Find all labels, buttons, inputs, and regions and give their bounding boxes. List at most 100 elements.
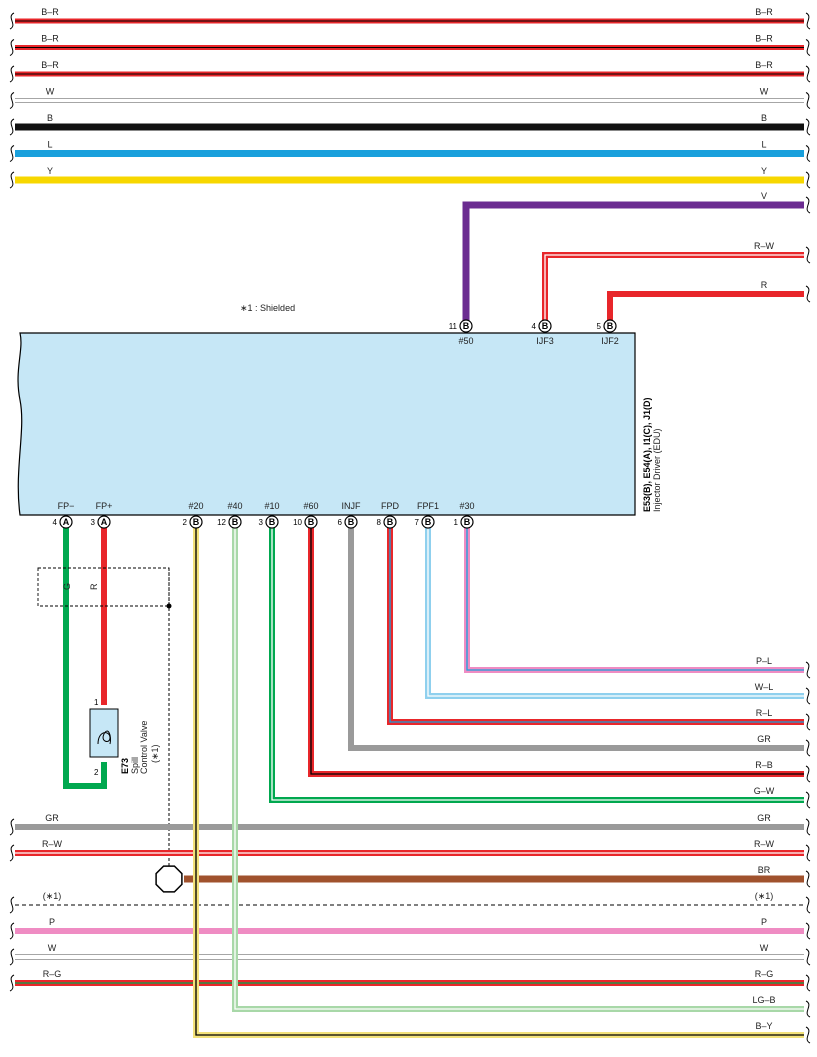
ecu-title: Injector Driver (EDU) [652, 428, 662, 512]
top-wire-1-label-right: B–R [755, 34, 773, 44]
upper-wire-0-brace [805, 196, 811, 214]
top-wire-0-label-left: B–R [41, 7, 59, 17]
top-wire-0-label-right: B–R [755, 7, 773, 17]
bottom-pin-4-circle [265, 515, 279, 529]
wire-label-r: R [89, 583, 99, 590]
bottom-wire-7-stripe [234, 528, 804, 1010]
bottom-pin-7-conn: B [387, 517, 394, 527]
bottom-wire-6-label-right: R–G [755, 969, 774, 979]
ecu-body [17, 332, 636, 516]
lower-wire-4-stripe [310, 528, 804, 775]
lower-wire-2-brace [805, 713, 811, 731]
top-pin-2-circle [603, 319, 617, 333]
lower-wire-0-label: P–L [756, 656, 772, 666]
top-pin-2-num: 5 [597, 322, 602, 331]
bottom-wire-7-label-right: LG–B [752, 995, 775, 1005]
wire-label-g: G [62, 583, 72, 590]
top-wire-6-brace-left [9, 171, 15, 189]
bottom-pin-6-num: 6 [338, 518, 343, 527]
bottom-wire-6-label-left: R–G [43, 969, 62, 979]
bottom-pin-9-num: 1 [454, 518, 459, 527]
bottom-pin-2-circle [189, 515, 203, 529]
bottom-wire-3-brace-right [805, 896, 811, 914]
top-wire-5-label-left: L [47, 140, 52, 150]
bottom-pin-0-circle [59, 515, 73, 529]
ecu-block: ∗1 : Shielded E53(B), E54(A), I1(C), J1(… [17, 303, 662, 516]
bottom-wire-0-brace-left [9, 818, 15, 836]
wire-layer [9, 12, 811, 1044]
top-wire-6-brace-right [805, 171, 811, 189]
bottom-wire-2-brace-right [805, 870, 811, 888]
lower-wire-3 [348, 528, 804, 751]
bottom-pin-3-name: #40 [227, 501, 242, 511]
valve-wire-g [63, 528, 107, 789]
bottom-pin-8-conn: B [425, 517, 432, 527]
top-wire-2-brace-left [9, 65, 15, 83]
bottom-wire-4-label-left: P [49, 917, 55, 927]
bottom-wire-0-label-left: GR [45, 813, 59, 823]
top-wire-6-label-left: Y [47, 166, 53, 176]
bottom-pin-6-name: INJF [342, 501, 362, 511]
top-pin-0-num: 11 [449, 322, 458, 331]
top-wire-5-label-right: L [761, 140, 766, 150]
spill-control-valve: G R 1 2 E73 Spill Control Valve (∗1) [37, 567, 170, 777]
bottom-pin-0-name: FP− [58, 501, 75, 511]
lower-wire-3-brace [805, 739, 811, 757]
upper-wire-1-label: R–W [754, 241, 775, 251]
bottom-pin-3-num: 12 [217, 518, 226, 527]
lower-wire-1-stripe [427, 528, 804, 697]
top-pin-0-conn: B [463, 321, 470, 331]
top-wire-1-brace-left [9, 39, 15, 56]
bottom-wire-4-brace-left [9, 922, 15, 940]
bottom-wire-6-brace-left [9, 974, 15, 992]
bottom-pin-2-name: #20 [188, 501, 203, 511]
bottom-pin-6-conn: B [348, 517, 355, 527]
upper-wire-2-label: R [761, 280, 768, 290]
bottom-pin-8-circle [421, 515, 435, 529]
top-pin-0-name: #50 [458, 336, 473, 346]
upper-wire-0 [462, 201, 804, 321]
bottom-wire-2-label-right: BR [758, 865, 771, 875]
bottom-pin-1-conn: A [101, 517, 108, 527]
bottom-wire-3-brace-left [9, 896, 15, 914]
lower-wire-5-label: G–W [754, 786, 775, 796]
lower-wire-2-stripe [389, 528, 804, 723]
bottom-wire-5-label-left: W [48, 943, 57, 953]
lower-wire-4-brace [805, 765, 811, 783]
bottom-pin-3-circle [228, 515, 242, 529]
bottom-pin-0-conn: A [63, 517, 70, 527]
ecu-connectors: E53(B), E54(A), I1(C), J1(D) [642, 397, 652, 512]
bottom-pin-7-name: FPD [381, 501, 400, 511]
bottom-pin-9-conn: B [464, 517, 471, 527]
upper-wire-2-brace [805, 285, 811, 303]
top-wire-1-brace-right [805, 39, 811, 56]
top-wire-3-brace-right [805, 92, 811, 109]
bottom-pin-9-name: #30 [459, 501, 474, 511]
top-pin-1-circle [538, 319, 552, 333]
top-pin-1-num: 4 [532, 322, 537, 331]
bottom-wire-1-brace-right [805, 844, 811, 862]
upper-wire-1-brace [805, 246, 811, 264]
bottom-pin-5-name: #60 [303, 501, 318, 511]
top-wire-3-brace-left [9, 92, 15, 109]
bottom-pin-2-num: 2 [183, 518, 188, 527]
top-wire-2-label-left: B–R [41, 60, 59, 70]
top-wire-4-label-left: B [47, 113, 53, 123]
bottom-pin-5-num: 10 [293, 518, 302, 527]
valve-name-2: Control Valve [139, 721, 149, 774]
valve-name-1: Spill [130, 757, 140, 774]
bottom-wire-4-brace-right [805, 922, 811, 940]
bottom-wire-6-brace-right [805, 974, 811, 992]
bottom-wire-5-brace-right [805, 948, 811, 966]
lower-wire-3-label: GR [757, 734, 771, 744]
bottom-pin-7-circle [383, 515, 397, 529]
lower-wire-4 [308, 528, 804, 777]
top-wire-5-brace-right [805, 145, 811, 162]
top-wire-5-brace-left [9, 145, 15, 162]
upper-wire-2 [607, 291, 804, 321]
bottom-wire-3-label-left: (∗1) [43, 891, 62, 901]
bottom-wire-0-label-right: GR [757, 813, 771, 823]
bottom-wire-7-brace-right [805, 1000, 811, 1018]
